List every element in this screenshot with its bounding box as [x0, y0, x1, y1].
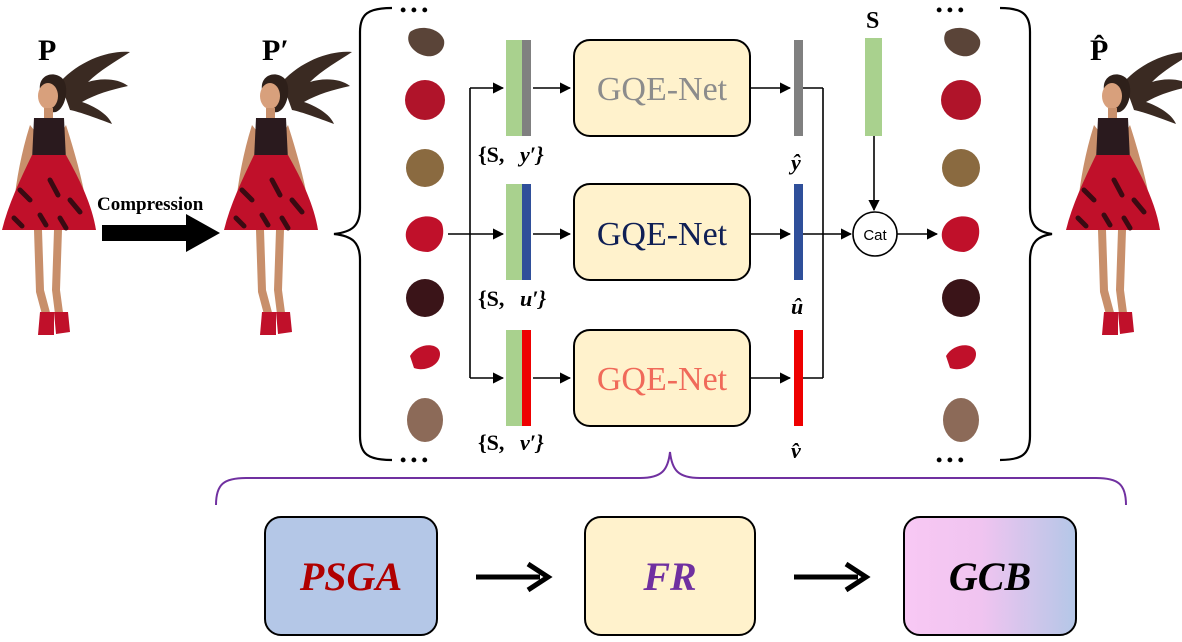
- psga-box[interactable]: [264, 516, 438, 636]
- feature-bar-s-top: [865, 38, 882, 136]
- input-label-u-var: u′}: [520, 286, 546, 311]
- feature-bar-v-prime: [522, 330, 531, 426]
- fr-label: FR: [642, 554, 696, 599]
- branch-u: GQE-Net {S, u′} û: [478, 183, 803, 319]
- patch-blob-icon: [944, 27, 981, 57]
- feature-bar-u-prime: [522, 184, 531, 280]
- fr-box[interactable]: [584, 516, 756, 636]
- input-label-v-var: v′}: [520, 430, 544, 455]
- patch-blob-icon: [410, 345, 440, 370]
- input-label-v-s: {S,: [478, 430, 504, 455]
- input-label-y-var: y′}: [517, 142, 544, 167]
- arrow-right-icon-psga-fr: [476, 561, 553, 593]
- patch-blob-icon: [408, 27, 445, 57]
- gqe-net-label-u: GQE-Net: [597, 216, 728, 253]
- gqe-net-label-y: GQE-Net: [597, 71, 728, 108]
- label-compressed-P-prime: P′: [262, 34, 289, 67]
- compression-label: Compression: [97, 194, 204, 215]
- dots-bottom-right: • • •: [936, 450, 964, 470]
- patch-blob-icon: [941, 80, 981, 120]
- merge-connectors: [803, 87, 853, 379]
- patch-blob-icon: [406, 149, 444, 187]
- feature-bar-s: [506, 40, 522, 136]
- patch-blob-icon: [406, 279, 444, 317]
- patch-column-right: [941, 27, 981, 442]
- patch-blob-icon: [946, 345, 976, 370]
- gqe-net-box-u[interactable]: [573, 183, 751, 281]
- patch-blob-icon: [405, 80, 445, 120]
- module-fr: FR: [584, 516, 756, 636]
- arrow-right-icon-fr-gcb: [794, 561, 871, 593]
- output-label-u-hat: û: [791, 294, 803, 319]
- left-brace: [333, 6, 393, 462]
- psga-label: PSGA: [299, 554, 402, 599]
- patch-column-left: [405, 27, 445, 442]
- module-gcb: GCB: [903, 516, 1077, 636]
- cat-label: Cat: [863, 227, 887, 244]
- patch-blob-icon: [407, 398, 443, 442]
- patch-blob-icon: [942, 279, 980, 317]
- gcb-box[interactable]: [903, 516, 1077, 636]
- dots-bottom-left: • • •: [400, 450, 428, 470]
- output-bar-v-hat: [794, 330, 803, 426]
- person-figure-icon-output: [1066, 52, 1182, 335]
- gcb-label: GCB: [949, 554, 1031, 599]
- person-figure-icon-compressed: [224, 52, 352, 335]
- patch-blob-icon: [943, 398, 979, 442]
- label-s-top: S: [866, 8, 879, 34]
- dots-top-left: • • •: [400, 0, 428, 20]
- gqe-net-label-v: GQE-Net: [597, 361, 728, 398]
- input-label-y-s: {S,: [478, 142, 504, 167]
- patch-blob-icon: [942, 149, 980, 187]
- split-connectors: [448, 82, 505, 384]
- feature-bar-s: [506, 330, 522, 426]
- branch-y: GQE-Net {S, y′} ŷ: [478, 39, 803, 175]
- label-input-P: P: [38, 34, 56, 67]
- output-label-v-hat: v̂: [791, 438, 801, 463]
- bottom-purple-brace: [215, 451, 1127, 506]
- branch-v: GQE-Net {S, v′} v̂: [478, 329, 803, 463]
- input-label-u-s: {S,: [478, 286, 504, 311]
- feature-bar-y-prime: [522, 40, 531, 136]
- arrow-right-icon-compression: [102, 214, 220, 252]
- output-bar-u-hat: [794, 184, 803, 280]
- module-psga: PSGA: [264, 516, 438, 636]
- output-label-y-hat: ŷ: [788, 150, 801, 175]
- patch-blob-icon: [941, 216, 980, 252]
- label-output-P-hat: P̂: [1090, 34, 1108, 67]
- dots-top-right: • • •: [936, 0, 964, 20]
- right-brace: [999, 6, 1053, 462]
- feature-bar-s: [506, 184, 522, 280]
- output-bar-y-hat: [794, 40, 803, 136]
- patch-blob-icon: [405, 216, 444, 252]
